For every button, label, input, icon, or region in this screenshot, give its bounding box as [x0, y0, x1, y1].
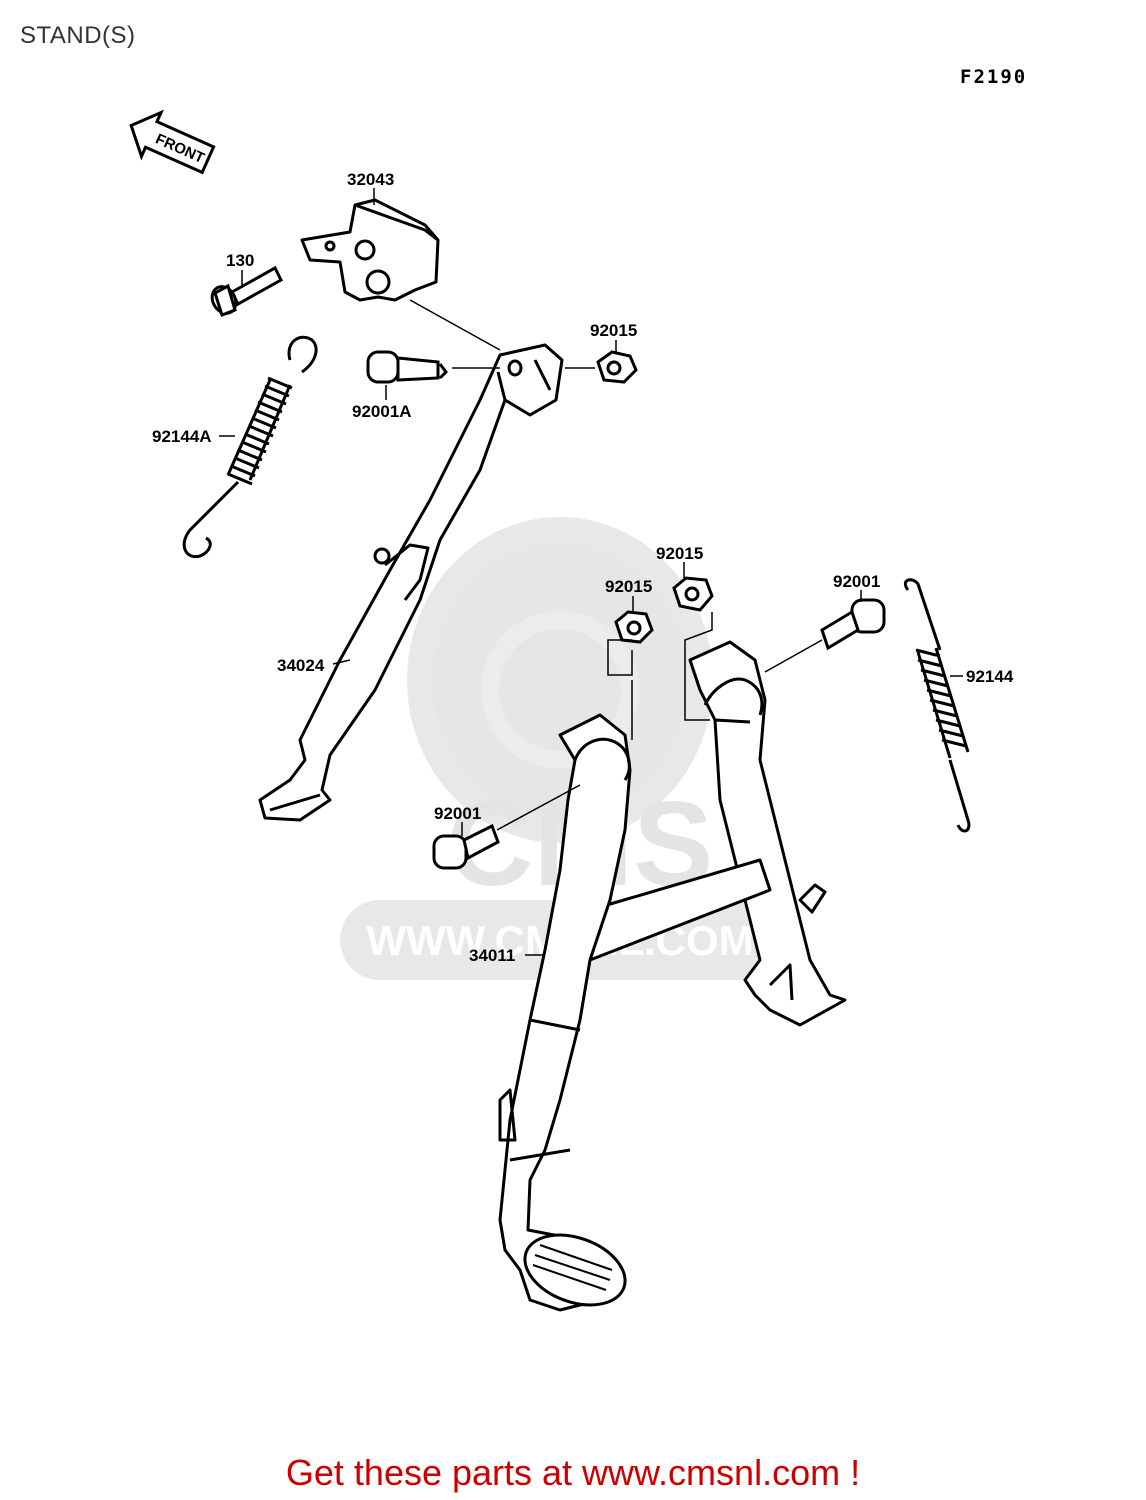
part-label-92001A: 92001A [352, 402, 412, 421]
spring-92144A [182, 335, 318, 559]
front-arrow-icon: FRONT [129, 109, 216, 175]
pin-92001-right [820, 598, 886, 651]
bracket-32043 [300, 198, 440, 302]
part-label-92001-right: 92001 [833, 572, 880, 591]
figure-code: F2190 [960, 66, 1028, 88]
promo-link[interactable]: Get these parts at www.cmsnl.com ! [285, 1452, 861, 1493]
spring-92144 [903, 578, 971, 833]
part-labels: 32043 130 92015 92001A 92144A 92015 9201… [152, 170, 1014, 965]
pin-92001A [366, 350, 448, 384]
nut-92015-mid [672, 576, 714, 612]
nut-92015-lower [614, 610, 654, 644]
pin-92001-left [432, 823, 500, 870]
part-label-32043: 32043 [347, 170, 394, 189]
part-label-92015-top: 92015 [590, 321, 637, 340]
part-label-92001-left: 92001 [434, 804, 481, 823]
part-label-34024: 34024 [277, 656, 325, 675]
nut-92015-top [596, 350, 638, 384]
part-label-34011: 34011 [469, 946, 515, 965]
leader-lines [409, 299, 823, 831]
part-label-92015-lower: 92015 [605, 577, 652, 596]
part-label-92015-mid: 92015 [656, 544, 703, 563]
center-stand-34011 [498, 640, 847, 1312]
side-stand-34024 [258, 343, 564, 822]
part-label-130: 130 [226, 251, 254, 270]
bolt-130 [210, 265, 283, 317]
part-label-92144: 92144 [966, 667, 1014, 686]
page-title: STAND(S) [20, 22, 136, 49]
part-label-92144A: 92144A [152, 427, 212, 446]
